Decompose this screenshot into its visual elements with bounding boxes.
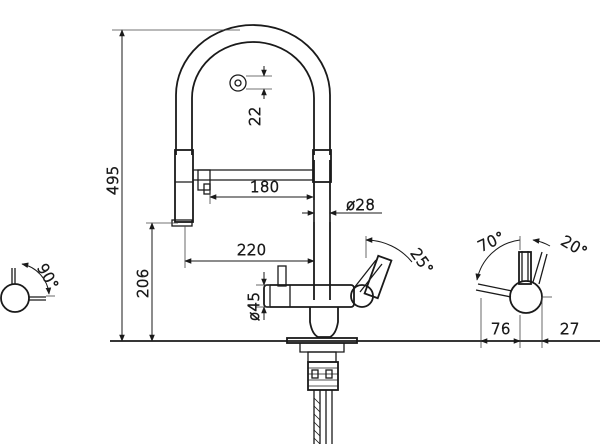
- side-rotation-label: 90°: [33, 260, 62, 293]
- dim-lever-diameter: [256, 272, 270, 320]
- dim-lever-tilt: [365, 236, 413, 263]
- lever-tilt-label: 25°: [407, 245, 438, 278]
- lever-rotation-right-label: 20°: [558, 232, 591, 261]
- total-height-label: 495: [104, 165, 122, 195]
- dim-body-diameter: [302, 200, 382, 222]
- body-diameter-label: ø28: [346, 196, 375, 214]
- dim-spout-height: [146, 222, 178, 342]
- faucet-body: [110, 24, 600, 444]
- dim-spray-clearance: [246, 66, 272, 99]
- dim-spout-reach: [184, 226, 315, 268]
- lever-depth-label: 27: [560, 320, 580, 338]
- spray-reach-label: 180: [250, 178, 280, 196]
- dim-total-height: [112, 29, 240, 342]
- dim-lever-offset: [480, 298, 521, 348]
- lever-diameter-label: ø45: [245, 292, 263, 321]
- lever-rotation-left-label: 70°: [475, 228, 508, 256]
- spout-reach-label: 220: [237, 241, 267, 259]
- spout-height-label: 206: [134, 268, 152, 298]
- side-view-lever: [0, 262, 55, 313]
- dim-spray-reach: [209, 190, 314, 204]
- lever-offset-label: 76: [491, 320, 511, 338]
- spray-clearance-label: 22: [246, 106, 264, 126]
